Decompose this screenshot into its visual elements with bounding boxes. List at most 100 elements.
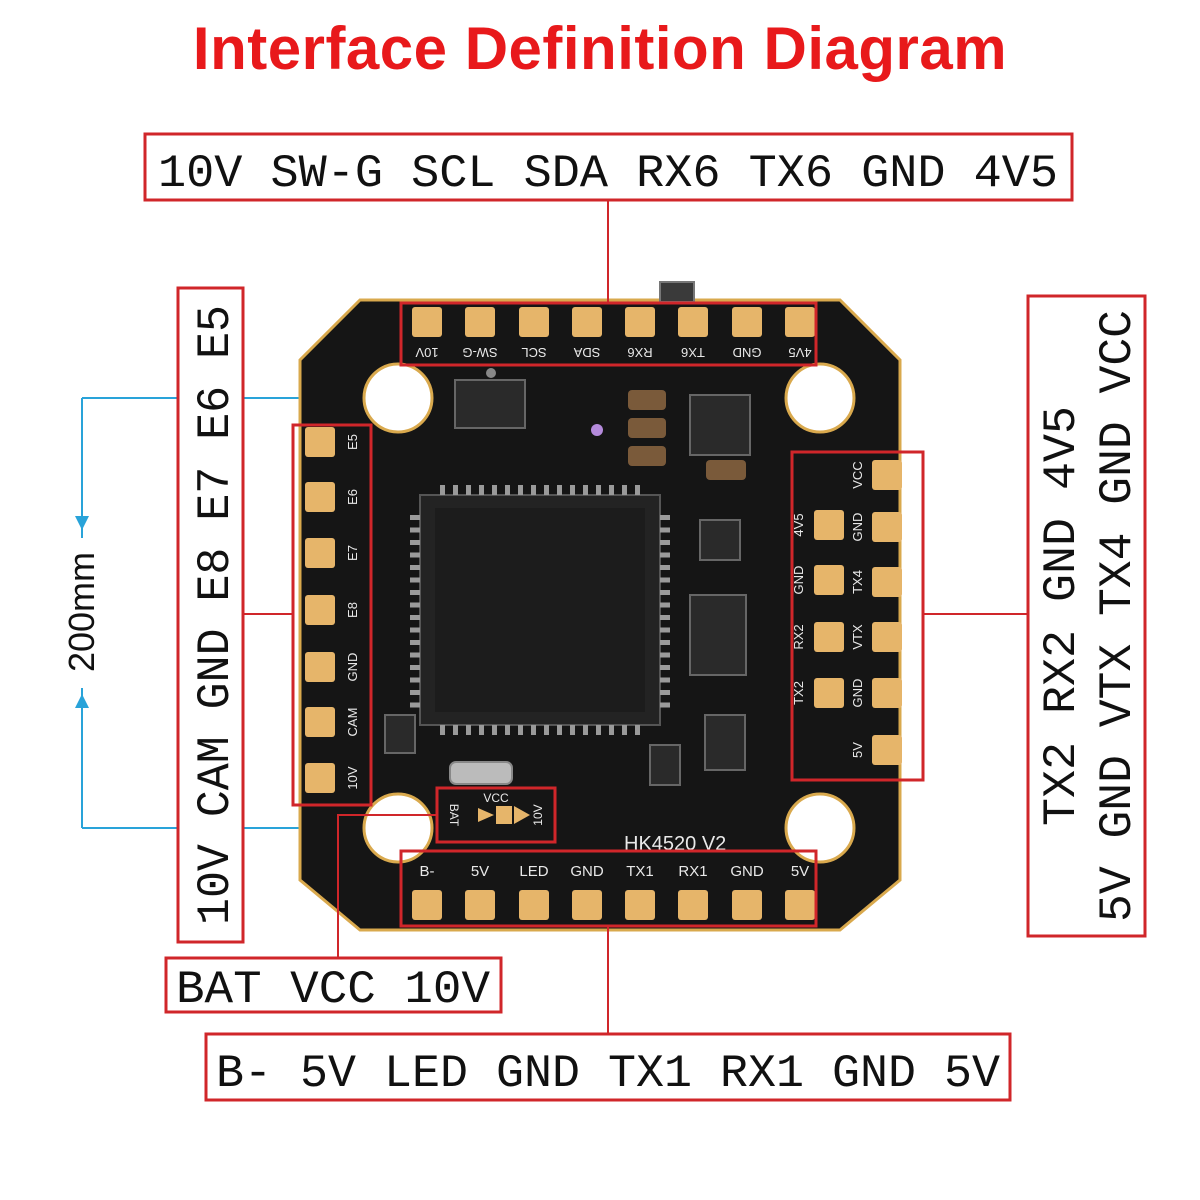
left-pad xyxy=(305,427,335,457)
callout-top-text: 10V SW-G SCL SDA RX6 TX6 GND 4V5 xyxy=(158,148,1058,200)
right-inner-pad-silk-label: RX2 xyxy=(791,624,806,649)
leader-power xyxy=(337,814,437,958)
flight-controller-board: HK4520 V2 xyxy=(298,281,902,932)
mounting-hole-bottom-right xyxy=(784,792,856,864)
callout-left-box xyxy=(176,286,245,944)
top-pad-silk-label: SDA xyxy=(573,345,600,360)
bottom-pad-silk-label: TX1 xyxy=(626,863,654,880)
right-outer-pad-silk-label: TX4 xyxy=(850,570,865,594)
right-outer-pad-silk-label: GND xyxy=(850,513,865,542)
left-pad xyxy=(305,763,335,793)
leader-lines xyxy=(243,200,1028,1034)
callout-left-text: 10V CAM GND E8 E7 E6 E5 xyxy=(190,305,242,925)
callout-top-box xyxy=(143,132,1074,202)
callout-bottom-box xyxy=(204,1032,1012,1102)
dimension-label: 200mm xyxy=(61,552,102,672)
top-pad-silk-label: TX6 xyxy=(681,345,705,360)
bottom-pad xyxy=(785,890,815,920)
power-pad-silk-bat: BAT xyxy=(447,804,461,827)
left-pad xyxy=(305,482,335,512)
right-outer-pad xyxy=(872,678,902,708)
mounting-holes xyxy=(362,362,856,864)
mcu-die xyxy=(435,508,645,712)
right-inner-pad xyxy=(814,565,844,595)
top-pad xyxy=(785,307,815,337)
top-pad xyxy=(678,307,708,337)
callout-left: 10V CAM GND E8 E7 E6 E5 xyxy=(176,286,245,944)
left-pad-silk-label: E5 xyxy=(345,434,360,450)
top-pad-silk-label: SW-G xyxy=(462,345,497,360)
power-pad-silk-vcc: VCC xyxy=(483,791,509,805)
bottom-pad-silk-label: 5V xyxy=(471,863,489,880)
callout-right-line-inner: TX2 RX2 GND 4V5 xyxy=(1036,406,1088,826)
right-inner-pad xyxy=(814,622,844,652)
capacitor-1 xyxy=(628,390,666,410)
diode xyxy=(649,744,681,786)
bottom-pad-silk-label: B- xyxy=(420,863,435,880)
left-pad xyxy=(305,652,335,682)
bottom-pad-silk-label: 5V xyxy=(791,863,809,880)
left-pad-silk-label: 10V xyxy=(345,766,360,789)
top-pad-silk-label: GND xyxy=(733,345,762,360)
status-led xyxy=(591,424,603,436)
right-outer-pad-silk-label: 5V xyxy=(850,742,865,758)
crystal-oscillator xyxy=(449,761,513,785)
mcu-pins xyxy=(410,485,670,735)
callout-bottom-text: B- 5V LED GND TX1 RX1 GND 5V xyxy=(216,1048,1000,1100)
callout-power-text: BAT VCC 10V xyxy=(176,964,490,1016)
bottom-pad xyxy=(465,890,495,920)
capacitor-2 xyxy=(628,418,666,438)
via xyxy=(486,368,496,378)
right-inner-pad-silk-label: GND xyxy=(791,566,806,595)
top-pad-silk-label: RX6 xyxy=(627,345,652,360)
right-outer-pad-silk-label: VCC xyxy=(850,461,865,488)
bottom-pad xyxy=(412,890,442,920)
bottom-pad xyxy=(572,890,602,920)
inductor xyxy=(689,594,747,676)
top-header-pads: 10V SW-G SCL SDA RX6 TX6 GND 4V5 xyxy=(412,307,815,360)
power-pad-10v xyxy=(514,806,530,824)
right-inner-pad-silk-label: 4V5 xyxy=(791,513,806,536)
right-inner-pad-silk-label: TX2 xyxy=(791,681,806,705)
diagram-title: Interface Definition Diagram xyxy=(192,15,1008,82)
bottom-pad xyxy=(732,890,762,920)
bottom-pad-silk-label: GND xyxy=(570,863,604,880)
capacitor-4 xyxy=(706,460,746,480)
top-pad xyxy=(732,307,762,337)
left-pad xyxy=(305,595,335,625)
small-chip-2 xyxy=(704,714,746,771)
left-pad-silk-label: GND xyxy=(345,653,360,682)
top-pad-silk-label: 10V xyxy=(415,345,438,360)
right-outer-pad xyxy=(872,622,902,652)
left-pad-silk-label: E7 xyxy=(345,545,360,561)
callout-right-line-outer: 5V GND VTX TX4 GND VCC xyxy=(1092,310,1144,922)
top-pad-silk-label: 4V5 xyxy=(788,345,811,360)
right-inner-pad xyxy=(814,678,844,708)
top-pad xyxy=(412,307,442,337)
top-pad xyxy=(625,307,655,337)
dimension-marker: 200mm xyxy=(61,397,398,829)
top-pad-silk-label: SCL xyxy=(521,345,546,360)
boot-switch xyxy=(659,281,695,303)
callout-bottom: B- 5V LED GND TX1 RX1 GND 5V xyxy=(204,1032,1012,1102)
callout-top: 10V SW-G SCL SDA RX6 TX6 GND 4V5 xyxy=(143,132,1074,202)
right-outer-pad xyxy=(872,512,902,542)
regulator-chip xyxy=(454,379,526,429)
top-pad xyxy=(465,307,495,337)
power-chip xyxy=(689,394,751,456)
right-inner-pad xyxy=(814,510,844,540)
right-pads-frame xyxy=(790,450,925,782)
right-outer-pad xyxy=(872,460,902,490)
callout-power-box xyxy=(164,956,503,1014)
capacitor-3 xyxy=(628,446,666,466)
bottom-pad xyxy=(625,890,655,920)
bottom-pad-silk-label: LED xyxy=(519,863,548,880)
mounting-hole-top-right xyxy=(784,362,856,434)
transistor xyxy=(384,714,416,754)
left-pad xyxy=(305,538,335,568)
bottom-pad-silk-label: RX1 xyxy=(678,863,707,880)
